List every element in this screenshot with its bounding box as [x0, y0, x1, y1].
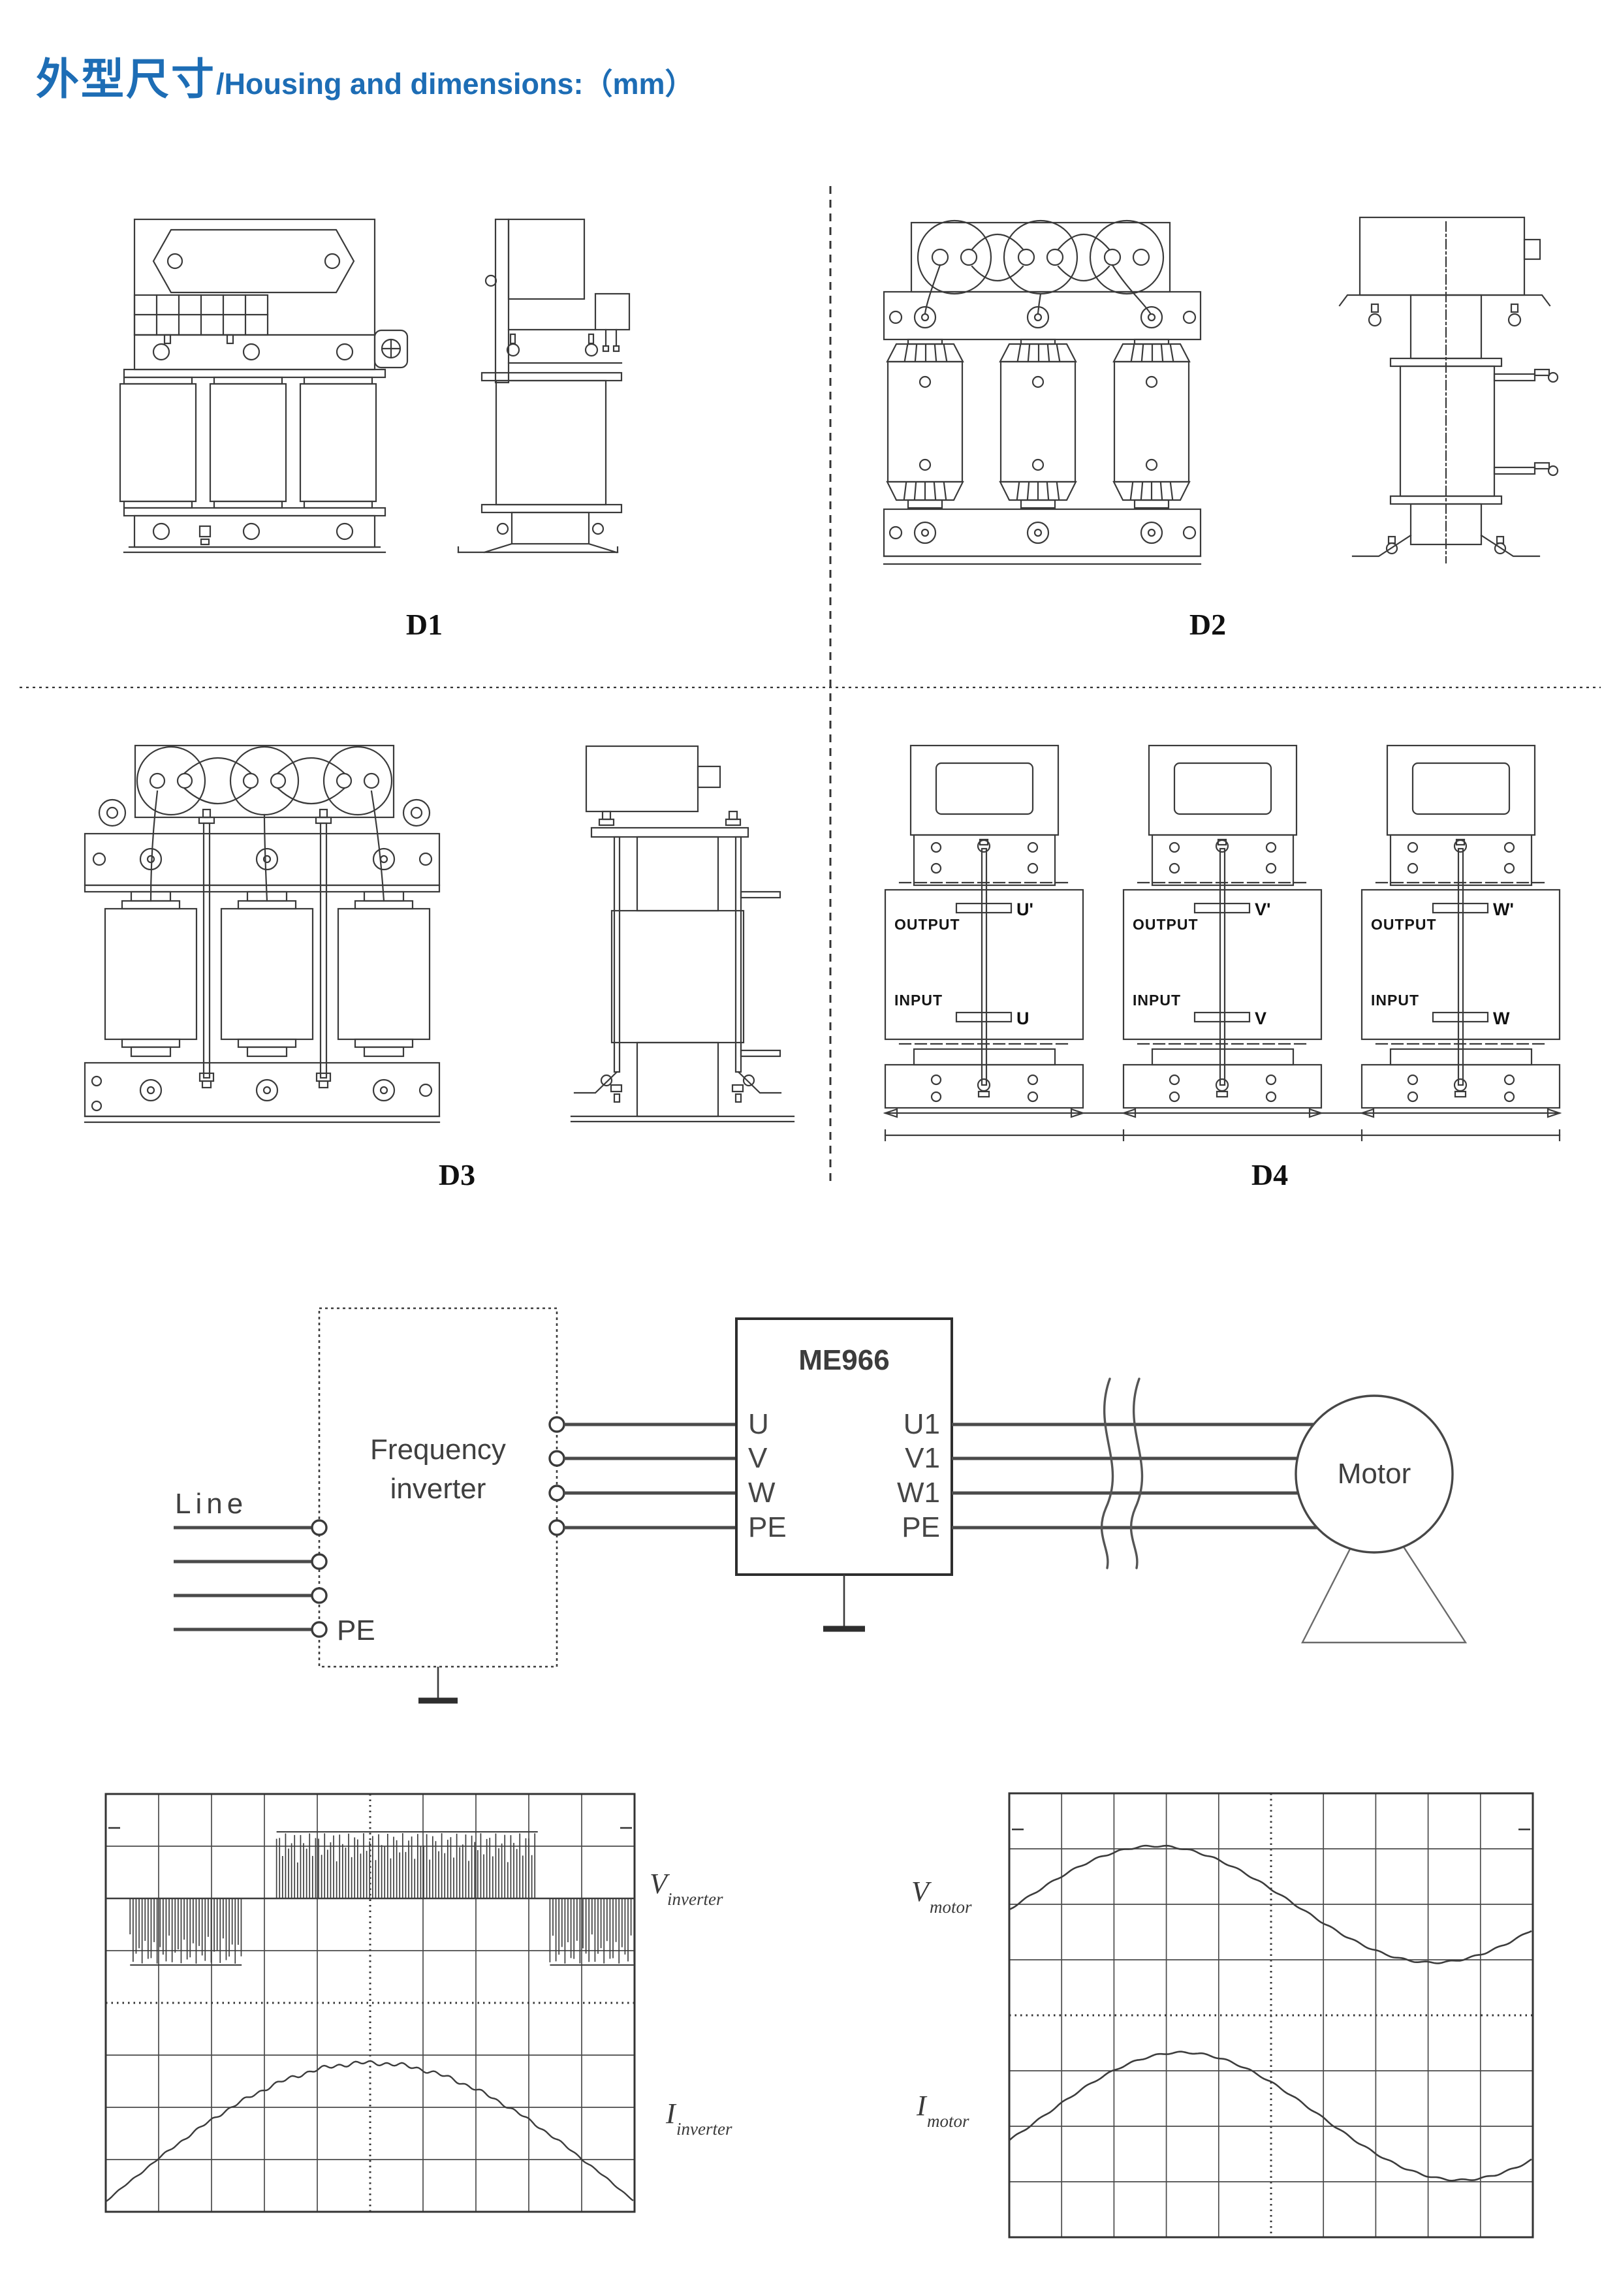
d2-label: D2 [1189, 608, 1226, 641]
d2-coil-1 [886, 338, 964, 509]
i-motor-label: I [916, 2090, 928, 2122]
drawing-d1-side [457, 218, 631, 554]
drawing-d4 [883, 744, 1562, 1142]
v-inverter-sub: inverter [667, 1889, 723, 1909]
drawing-d3-side [570, 745, 795, 1123]
d4-input-terminal-2: V [1255, 1009, 1266, 1028]
d4-input-label-2: INPUT [1133, 992, 1181, 1009]
cable-break-mark [1129, 1377, 1144, 1569]
d4-output-terminal-3: W' [1493, 900, 1514, 919]
motor-oscillogram [1008, 1792, 1534, 2239]
i-motor-sub: motor [927, 2111, 969, 2131]
d4-dimension-lines [883, 1108, 1562, 1142]
d4-input-label-3: INPUT [1371, 992, 1419, 1009]
title-chinese: 外型尺寸 [36, 55, 216, 103]
motor-label: Motor [1338, 1458, 1411, 1490]
d4-unit-2 [1122, 744, 1323, 1109]
d4-output-label-1: OUTPUT [894, 916, 960, 933]
page-title: 外型尺寸 /Housing and dimensions:（mm） [36, 57, 695, 101]
d3-label: D3 [439, 1158, 475, 1191]
drawing-d3-front [84, 744, 441, 1124]
pin-v1: V1 [905, 1442, 940, 1474]
cable-break-mark [1100, 1377, 1114, 1569]
d4-output-terminal-1: U' [1016, 900, 1033, 919]
i-inverter-sub: inverter [676, 2119, 732, 2139]
i-inverter-label: I [665, 2098, 677, 2130]
pin-w1: W1 [897, 1477, 940, 1509]
pin-v: V [748, 1442, 768, 1474]
inverter-name-line2: inverter [390, 1473, 486, 1505]
drawing-d2-side [1338, 216, 1559, 564]
d4-output-terminal-2: V' [1255, 900, 1270, 919]
drawing-d1-front [119, 218, 409, 554]
inverter-name-line1: Frequency [370, 1434, 506, 1466]
d1-label: D1 [406, 608, 443, 641]
inverter-oscillogram [104, 1793, 636, 2213]
circuit-diagram: Line Frequency inverter PE ME966 U V [174, 1307, 1468, 1704]
d4-unit-1 [884, 744, 1084, 1109]
v-motor-sub: motor [930, 1897, 972, 1917]
pin-u1: U1 [904, 1408, 940, 1440]
motor-circle [1295, 1394, 1454, 1554]
pin-pe: PE [748, 1511, 787, 1543]
v-motor-label: V [911, 1876, 932, 1908]
d4-output-label-2: OUTPUT [1133, 916, 1199, 933]
pe-label: PE [337, 1614, 375, 1646]
d2-coil-2 [999, 338, 1077, 509]
d2-coil-3 [1112, 338, 1191, 509]
quadrant-separators [20, 186, 1601, 1185]
v-inverter-label: V [650, 1868, 670, 1900]
d4-output-label-3: OUTPUT [1371, 916, 1437, 933]
drawing-d2-front [883, 219, 1202, 565]
d4-label: D4 [1251, 1158, 1288, 1191]
title-english: /Housing and dimensions:（mm） [216, 67, 695, 101]
d4-unit-3 [1360, 744, 1561, 1109]
d4-input-label-1: INPUT [894, 992, 943, 1009]
line-label: Line [175, 1488, 247, 1520]
pin-pe2: PE [902, 1511, 940, 1543]
frequency-inverter-box [318, 1307, 558, 1668]
d4-input-terminal-3: W [1493, 1009, 1510, 1028]
motor-stand [1301, 1500, 1468, 1644]
reactor-name: ME966 [798, 1344, 889, 1376]
pin-u: U [748, 1408, 769, 1440]
pin-w: W [748, 1477, 776, 1509]
d4-input-terminal-1: U [1016, 1009, 1030, 1028]
